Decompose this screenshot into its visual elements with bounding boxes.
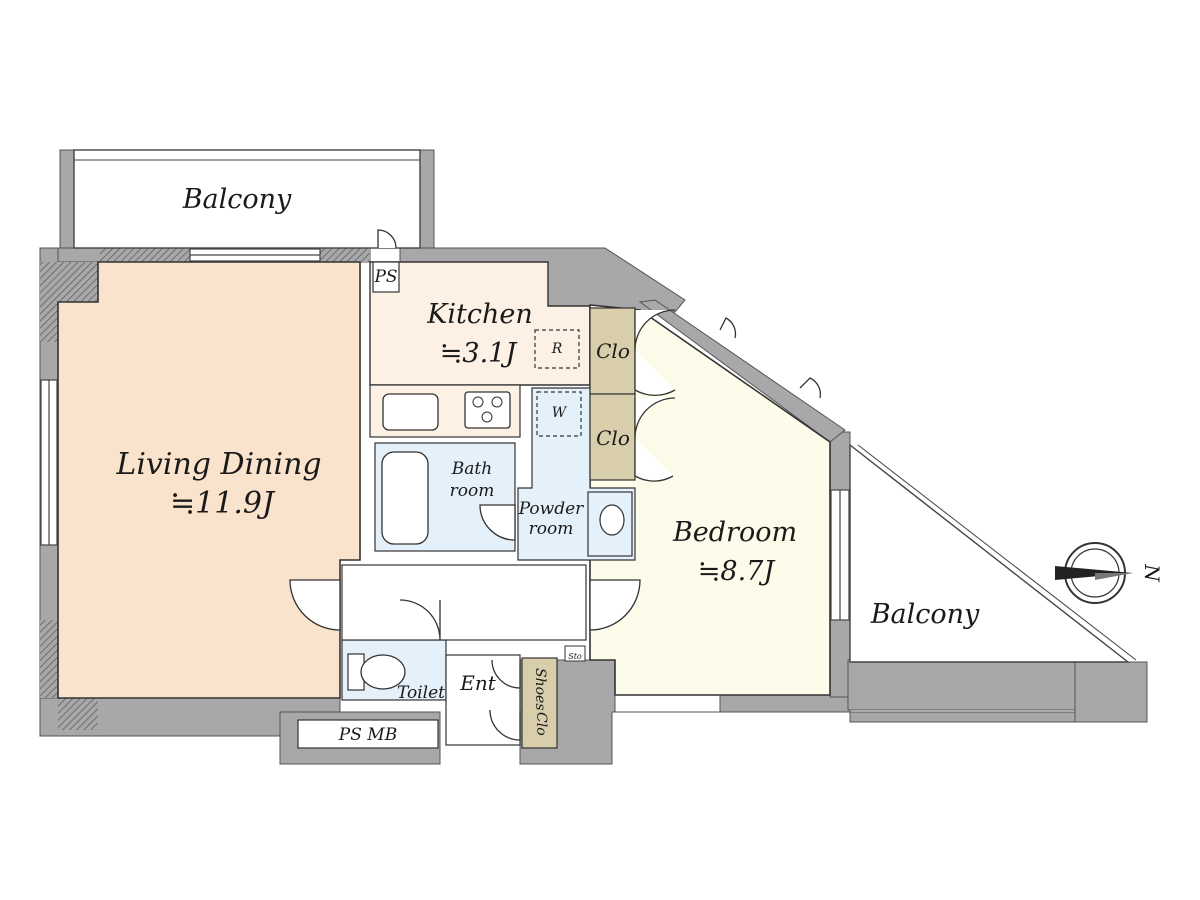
ps-top-box: [372, 261, 400, 293]
entrance-label: Ent: [459, 671, 496, 695]
closet-upper-label: Clo: [596, 339, 630, 363]
living-dining-area: ≒11.9J: [170, 486, 276, 521]
compass-north-label: N: [1140, 563, 1164, 583]
bedroom-area: ≒8.7J: [698, 556, 777, 587]
kitchen-area: ≒3.1J: [440, 338, 519, 369]
balcony-right-area: [849, 443, 1131, 663]
shoes-label: Shoes: [532, 668, 548, 711]
bath-room-label-line2: room: [450, 481, 495, 501]
compass-icon: [1055, 542, 1133, 604]
kitchen-label: Kitchen: [426, 299, 533, 330]
closet-lower-label: Clo: [596, 426, 630, 450]
refrigerator-label: R: [551, 341, 563, 357]
toilet-label: Toilet: [397, 683, 445, 703]
kitchen-sink-icon: [382, 393, 439, 431]
balcony-top-area: [73, 149, 421, 249]
shoes-closet: [521, 657, 558, 749]
living-dining-floor: [57, 261, 361, 699]
shoes-closet-label: Clo: [533, 712, 549, 736]
ps-mb-label: PS MB: [338, 725, 397, 745]
ps-top-label: PS: [373, 267, 397, 287]
hall-floor: [341, 564, 587, 641]
bathtub-icon: [381, 451, 429, 545]
bedroom-label: Bedroom: [672, 517, 797, 548]
balcony-right-label: Balcony: [870, 599, 980, 630]
refrigerator-slot: [534, 329, 580, 369]
bath-room-label-line1: Bath: [451, 459, 492, 479]
powder-room-label-line1: Powder: [518, 499, 584, 519]
washer-slot: [536, 391, 582, 437]
living-dining-label: Living Dining: [115, 447, 321, 482]
ps-mb-box: [297, 719, 439, 749]
washbasin-icon: [587, 491, 633, 557]
toilet-icon: [347, 653, 406, 691]
balcony-top-label: Balcony: [182, 184, 292, 215]
stove-icon: [464, 391, 511, 429]
powder-room-label-line2: room: [529, 519, 574, 539]
washer-label: W: [552, 405, 568, 421]
storage-box: [564, 645, 586, 662]
windows: [40, 248, 850, 621]
closet-lower: [589, 393, 636, 481]
doors: [289, 229, 822, 741]
storage-label: Sto: [568, 652, 582, 661]
